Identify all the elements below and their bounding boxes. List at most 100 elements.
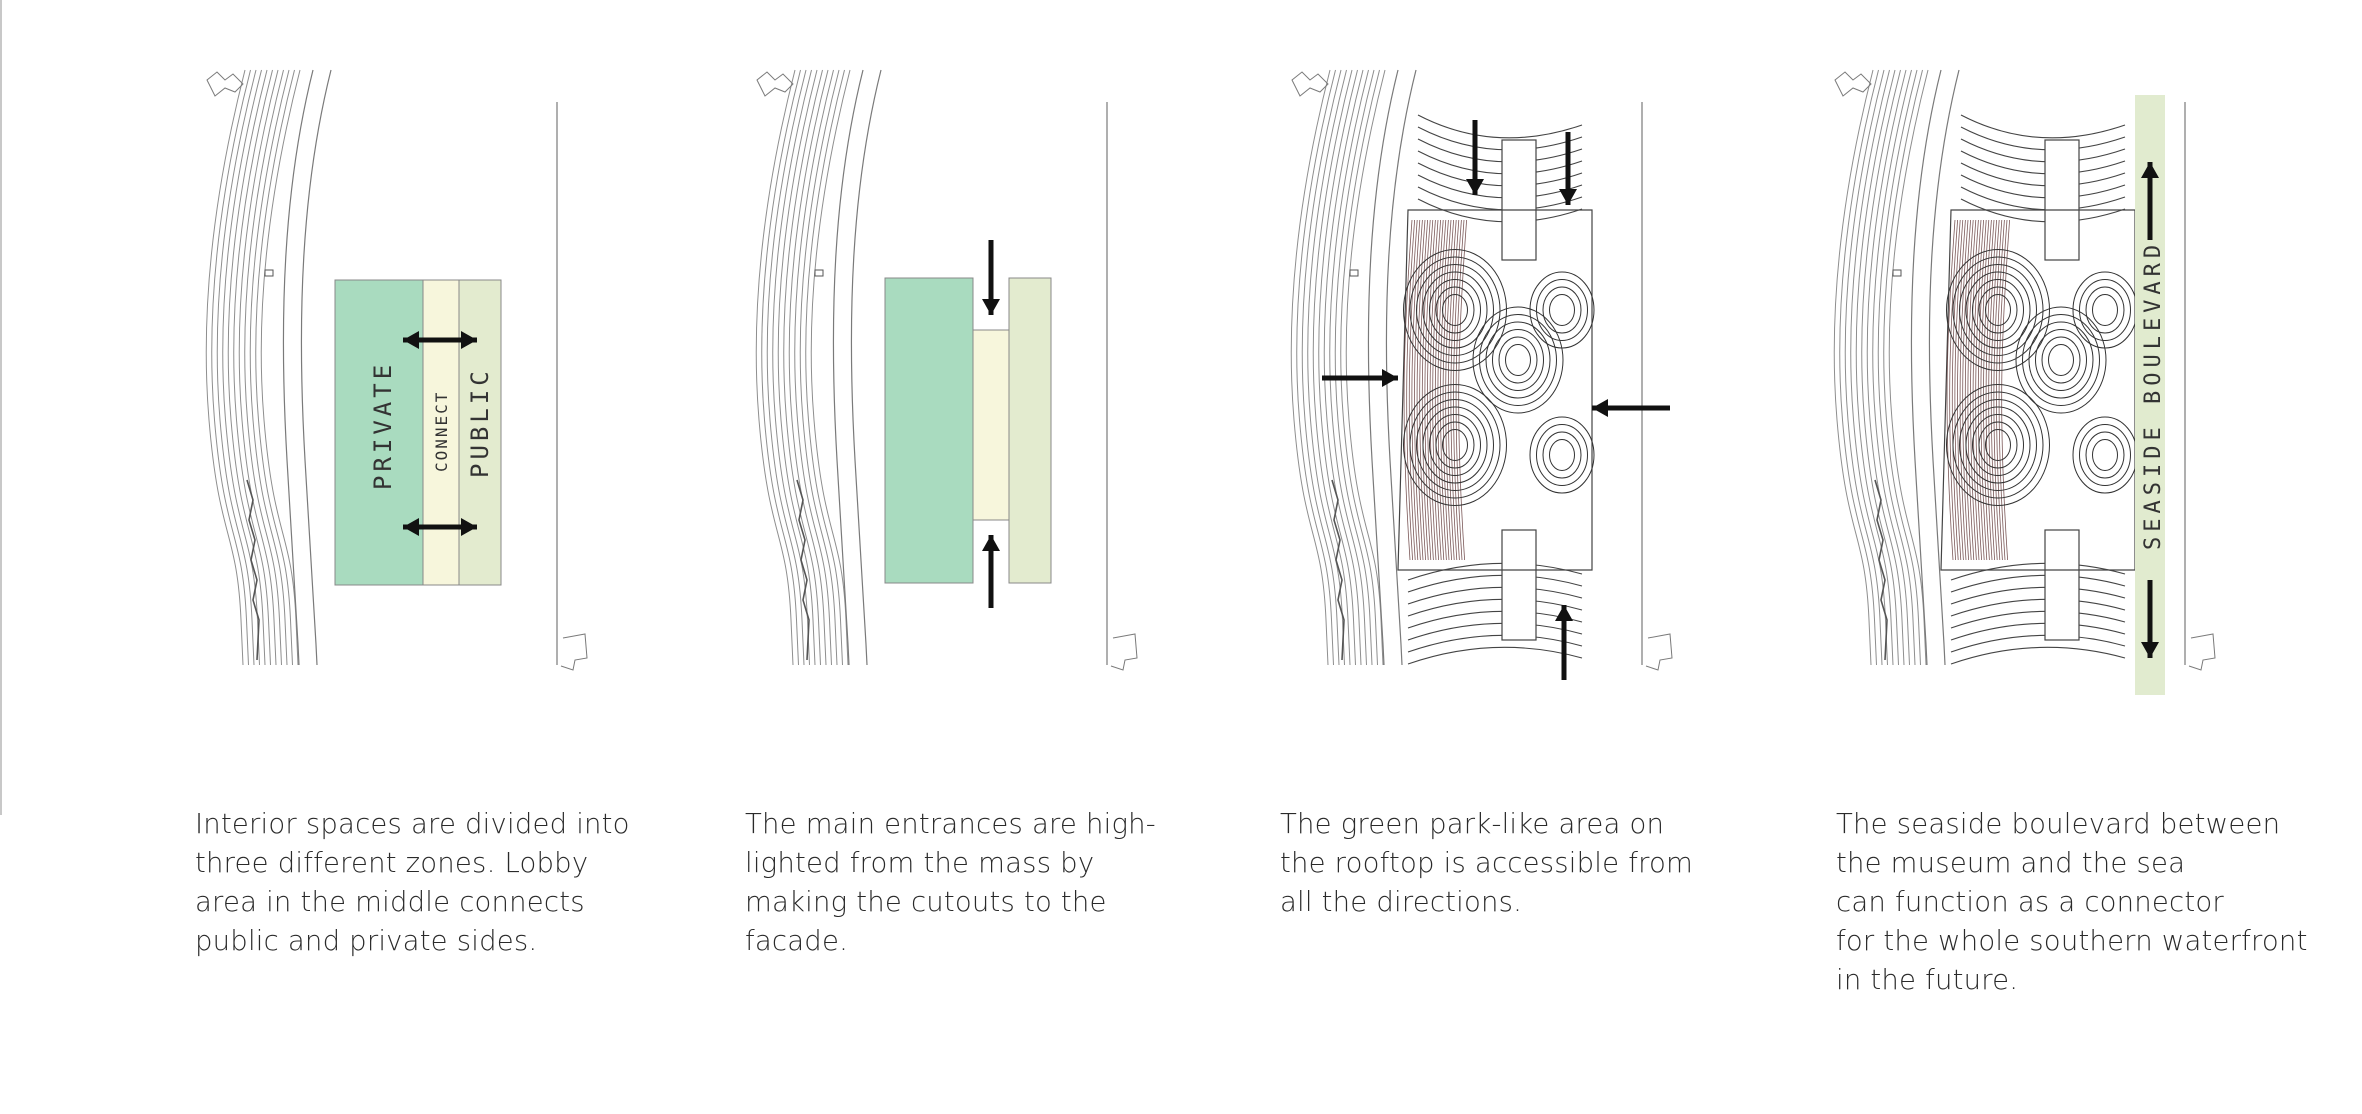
hill-contour [1416,264,1494,356]
contour-line [761,69,801,666]
arrow-right-icon [1322,369,1398,387]
dense-contour [1964,219,1974,561]
hill-contour [2092,439,2118,471]
connect-label: CONNECT [432,391,451,472]
hill-contour [1409,256,1501,364]
dense-contour [1453,219,1462,561]
terrace-line [1950,622,2126,641]
dense-contour [1421,219,1431,561]
hill-contour [1442,294,1468,326]
dense-contour [1424,219,1434,561]
arrow-up-icon [982,535,1000,608]
contour-line [783,69,823,666]
arrow-left-icon [1592,399,1670,417]
arrow-head [1555,605,1573,621]
contour-line [805,69,845,666]
hill-contour [1416,399,1494,491]
dense-contour [1962,219,1971,561]
contour-line [1345,69,1386,666]
hill-contour [1542,431,1582,479]
dense-contour [1447,219,1457,561]
dense-contour [1434,219,1444,561]
entrance-cutout [2044,139,2080,261]
caption-line: making the cutouts to the [745,886,1107,918]
hill-contour [1985,429,2011,461]
terrace-line [1407,598,1583,617]
caption-entrances: The main entrances are high- lighted fro… [745,805,1305,961]
caption-line: can function as a connector [1836,886,2224,918]
hill-contour [1542,286,1582,334]
building-outline [1834,71,1872,97]
rooftop-park [1397,114,1595,665]
arrow-head [2141,162,2159,178]
arrow-head [2141,642,2159,658]
terrace-line [1417,198,1583,223]
road-edge [1367,69,1399,666]
caption-line: lighted from the mass by [745,847,1095,879]
hill-contour [1536,279,1588,341]
arrow-down-icon [1466,120,1484,195]
hill-contour [2092,294,2118,326]
hill-contour [1529,271,1595,349]
connect-zone-cutout [972,329,1010,521]
arrow-head [1382,369,1398,387]
terrace-line [1960,198,2126,223]
caption-boulevard: The seaside boulevard between the museum… [1836,805,2362,1000]
contour-line [1866,69,1907,666]
shoreline [796,479,810,661]
contour-line [233,69,273,666]
arrow-up-icon [1555,605,1573,680]
hill-contour [1978,286,2018,334]
hill-contour [1409,391,1501,499]
arrow-head [1559,189,1577,205]
terrace-line [1417,138,1583,163]
site-plan-entrances [755,69,1138,671]
contour-line [1883,69,1923,666]
dense-contour [1959,219,1969,561]
caption-line: facade. [745,925,849,957]
arrow-head [982,299,1000,315]
contour-line [1877,69,1918,666]
road-edge [1928,69,1960,666]
hill-contour [1952,256,2044,364]
hill-contour [1965,271,2031,349]
site-plan-boulevard: SEASIDE BOULEVARD [1833,69,2216,695]
hill-contour [2072,271,2138,349]
terrace-line [1960,174,2126,199]
caption-line: all the directions. [1280,886,1523,918]
hill-contour [1492,329,1544,391]
dense-contour [1408,219,1418,561]
double-arrow-bottom [403,518,477,536]
panel-boulevard: SEASIDE BOULEVARD The seaside boulevard … [1823,0,2362,1114]
hill-contour [1985,294,2011,326]
hill-contour [1549,294,1575,326]
boulevard-label: SEASIDE BOULEVARD [2141,240,2166,550]
hill-contour [1946,384,2050,506]
building-outline [756,71,794,97]
hill-contour [2035,329,2087,391]
dense-contour [1403,219,1413,561]
road-edge [300,69,332,666]
rooftop-park [1940,114,2138,665]
hill-contour [1529,416,1595,494]
contour-line [211,69,251,666]
dense-contour [1437,219,1447,561]
arrow-down-icon [2141,580,2159,658]
contour-line [244,69,284,666]
caption-zones: Interior spaces are divided into three d… [195,805,755,961]
public-zone [1008,277,1052,584]
dense-contour [1450,219,1460,561]
caption-line: The seaside boulevard between [1836,808,2281,840]
terrace-line [1407,634,1583,653]
dense-contour [2001,219,2010,561]
terrace-line [1417,114,1583,139]
terrain-lines [205,69,301,666]
terrace-line [1407,622,1583,641]
entrance-cutout [2044,529,2080,641]
hill-contour [2079,279,2131,341]
park-outline [1397,209,1593,571]
panel-rooftop: The green park-like area on the rooftop … [1280,0,1840,1114]
arrow-head [1466,179,1484,195]
hill-contour [2048,344,2074,376]
contour-line [1301,69,1342,666]
